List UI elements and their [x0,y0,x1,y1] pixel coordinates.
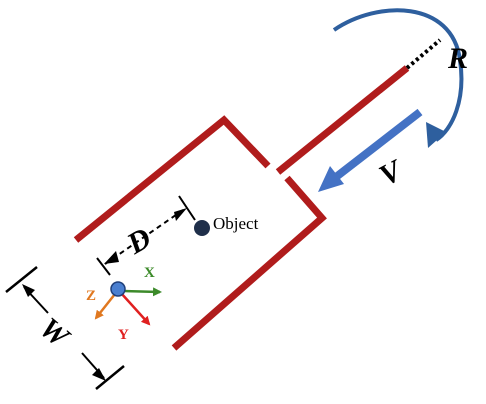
velocity-arrow [318,108,423,192]
dimension-d [96,195,196,276]
label-d: D [121,221,157,261]
axis-y-arrow [120,292,151,326]
label-axis-x: X [144,265,155,281]
rotation-arc [332,8,464,142]
gripper [73,38,442,351]
dimension-w [5,266,125,390]
label-v: V [374,153,410,193]
velocity-arrow-shaft [333,108,423,181]
label-w: W [33,311,76,355]
axis-z-arrow [94,293,116,320]
dimension-w-tick-bottom [95,365,125,390]
label-axis-y: Y [118,327,129,343]
rotation-arrow [332,8,464,148]
dimension-w-arrowhead-top [22,284,35,297]
dimension-w-arrowhead-bottom [92,368,106,381]
label-object: Object [213,214,259,233]
dimension-d-arrowhead-left [104,251,119,264]
axis-x-arrow [123,287,162,297]
gripper-upper-finger [73,115,271,243]
label-axis-z: Z [86,288,96,304]
gripper-lower-finger [171,175,327,351]
rotation-arrowhead [426,122,446,148]
dimension-d-tick-left [96,257,111,276]
coordinate-frame [94,281,162,326]
rotation-radius-dotted [405,38,442,70]
velocity-arrowhead [318,166,344,192]
object-dot [194,220,210,236]
dimension-w-tick-top [5,266,38,293]
dimension-d-arrowhead-right [174,208,187,221]
origin-dot [110,281,126,297]
label-r: R [447,42,468,75]
gripper-arm [275,65,410,175]
dimension-d-line [104,207,187,265]
